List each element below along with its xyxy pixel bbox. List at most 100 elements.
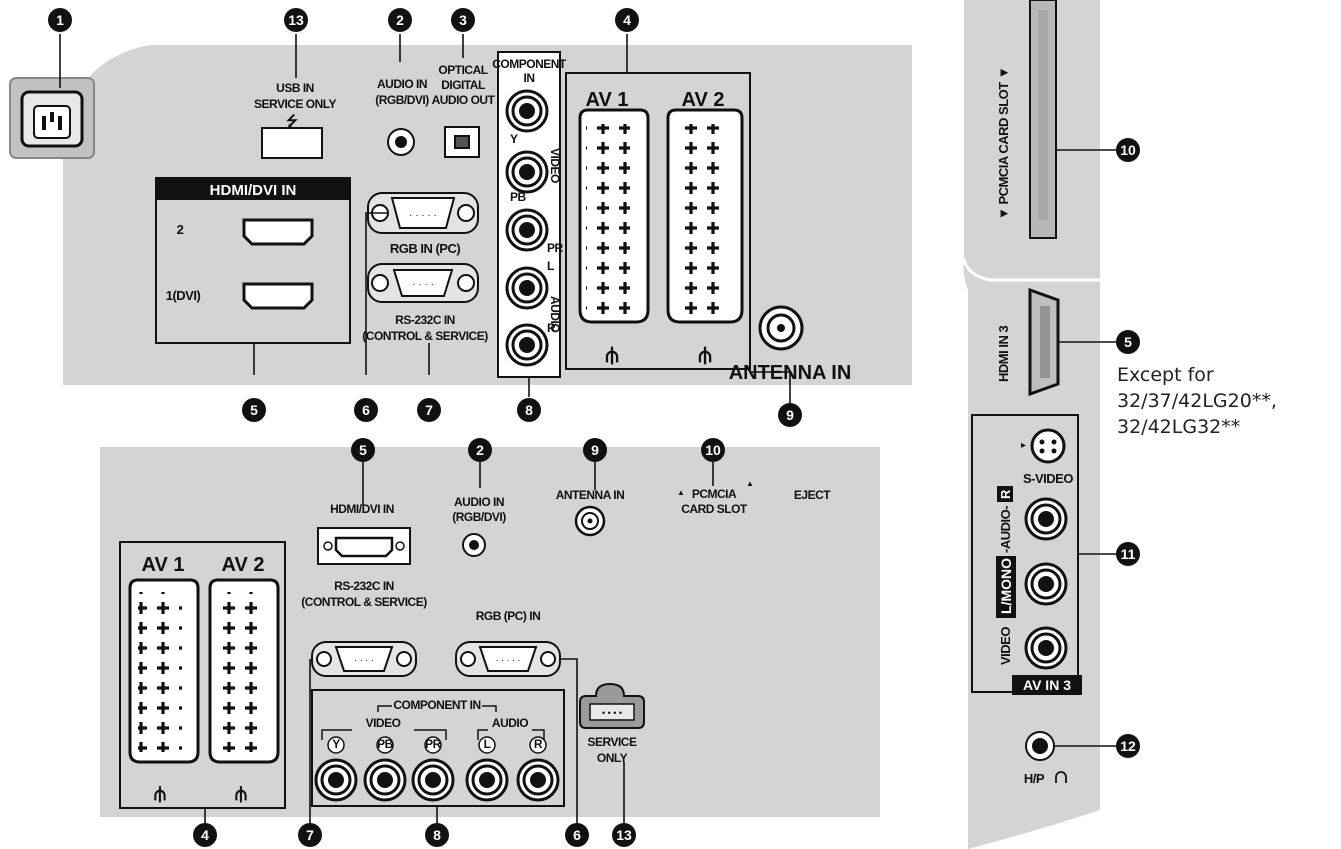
comp-pr-label-bottom: PR [425, 737, 442, 751]
av1-label-bottom: AV 1 [142, 554, 185, 576]
usb-icon: ⭍ [286, 113, 298, 129]
svg-text:6: 6 [573, 827, 581, 843]
antenna-in-label-bottom: ANTENNA IN [556, 488, 625, 502]
callout-2-bottom: 2 [468, 438, 492, 462]
svg-text:9: 9 [786, 407, 794, 423]
svg-text:7: 7 [306, 827, 314, 843]
svg-text:13: 13 [288, 12, 304, 28]
svg-text:· · · · ·: · · · · · [496, 655, 521, 665]
audio-in-sub-label-bottom: (RGB/DVI) [452, 510, 506, 524]
svg-text:7: 7 [425, 402, 433, 418]
comp-pb-label: PB [510, 190, 527, 204]
except-line-1: Except for [1117, 364, 1214, 386]
service-only-port: • • • • SERVICE ONLY [579, 682, 645, 765]
antenna-in-bottom: ANTENNA IN [556, 488, 625, 537]
svg-text:12: 12 [1120, 738, 1136, 754]
service-label-1: SERVICE [588, 735, 637, 749]
svg-text:6: 6 [362, 402, 370, 418]
pcmcia-label-1-bottom: PCMCIA [692, 487, 737, 501]
optical-out-port: OPTICAL DIGITAL AUDIO OUT [432, 63, 496, 158]
av-in-3-label: AV IN 3 [1023, 677, 1071, 693]
svg-text:▸: ▸ [1021, 440, 1026, 451]
av1-label-top: AV 1 [586, 89, 629, 111]
svg-text:⫛: ⫛ [698, 342, 711, 367]
hdmi-in-3-label: HDMI IN 3 [996, 326, 1011, 382]
callout-2-top: 2 [388, 8, 412, 32]
av3-mono-vertical-label: L/MONO [998, 558, 1014, 614]
callout-11: 11 [1116, 542, 1140, 566]
svg-text:3: 3 [459, 12, 467, 28]
svg-text:2: 2 [396, 12, 404, 28]
callout-9-top: 9 [778, 403, 802, 427]
callout-1: 1 [48, 8, 72, 32]
scart-block-top: AV 1 AV 2 ⫛ ⫛ [565, 72, 751, 370]
svg-text:8: 8 [433, 827, 441, 843]
audio-in-label-bottom: AUDIO IN [454, 495, 504, 509]
svg-text:· · · · ·: · · · · · [409, 210, 437, 221]
audio-in-port: AUDIO IN (RGB/DVI) [375, 77, 430, 156]
svg-text:11: 11 [1121, 546, 1136, 562]
svg-text:▲: ▲ [746, 479, 754, 488]
hdmi-in-3-port: HDMI IN 3 [996, 287, 1060, 397]
svg-text:⫛: ⫛ [605, 342, 618, 367]
component-in-column: COMPONENT IN Y PB PR L R VIDEO AUDIO [492, 51, 567, 378]
av3-video-vertical-label: VIDEO [998, 627, 1013, 665]
svg-text:13: 13 [616, 827, 632, 843]
scart-block-bottom: AV 1 AV 2 ⫛ ⫛ [119, 541, 286, 809]
av3-r-vertical-label: R [998, 489, 1013, 499]
component-in-bottom: COMPONENT IN VIDEO AUDIO Y PB PR L R [311, 689, 565, 807]
audio-in-sub-label: (RGB/DVI) [375, 93, 429, 107]
svg-text:4: 4 [201, 827, 209, 843]
svg-text:· · · ·: · · · · [412, 279, 434, 290]
comp-l-label-bottom: L [484, 737, 491, 751]
component-label-1: COMPONENT [492, 57, 567, 71]
component-in-label-bottom: COMPONENT IN [393, 698, 480, 712]
optical-label-3: AUDIO OUT [432, 93, 496, 107]
service-label-2: ONLY [597, 751, 628, 765]
rs232c-label-2-bottom: (CONTROL & SERVICE) [301, 595, 427, 609]
svg-text:5: 5 [1124, 334, 1132, 350]
hdmi-dvi-in-label-bottom: HDMI/DVI IN [330, 502, 394, 516]
svg-text:▲: ▲ [677, 488, 685, 497]
rgb-in-pc-label: RGB IN (PC) [390, 241, 461, 256]
rgb-pc-in-label-bottom: RGB (PC) IN [476, 609, 541, 623]
except-line-2: 32/37/42LG20**, [1117, 390, 1277, 412]
rs232c-port: · · · · RS-232C IN (CONTROL & SERVICE) [362, 263, 489, 343]
comp-y-label: Y [510, 132, 518, 146]
av3-audio-vertical-label: -AUDIO- [998, 506, 1013, 553]
callout-5-side: 5 [1116, 330, 1140, 354]
callout-10-side: 10 [1116, 138, 1140, 162]
callout-12: 12 [1116, 734, 1140, 758]
usb-service-only-label: SERVICE ONLY [254, 97, 337, 111]
svg-text:2: 2 [476, 442, 484, 458]
callout-8-top: 8 [517, 398, 541, 422]
eject-label: EJECT [794, 488, 831, 502]
hdmi-dvi-bottom: HDMI/DVI IN [317, 502, 411, 565]
optical-label-2: DIGITAL [441, 78, 485, 92]
svg-text:• • • •: • • • • [602, 708, 622, 718]
except-note: Except for 32/37/42LG20**, 32/42LG32** [1117, 364, 1277, 438]
hdmi-2-port [242, 218, 314, 246]
pcmcia-label-2-bottom: CARD SLOT [681, 502, 748, 516]
svg-text:5: 5 [359, 442, 367, 458]
rs232c-label-1: RS-232C IN [395, 313, 455, 327]
av2-label-bottom: AV 2 [222, 554, 265, 576]
usb-port: USB IN SERVICE ONLY ⭍ [254, 81, 337, 159]
svg-text:1: 1 [56, 12, 64, 28]
hdmi-dvi-in-label: HDMI/DVI IN [210, 182, 297, 199]
comp-r-label: R [547, 321, 556, 335]
comp-y-label-bottom: Y [332, 737, 340, 751]
rgb-pc-in-bottom: RGB (PC) IN · · · · · [455, 609, 561, 677]
comp-pb-label-bottom: PB [377, 737, 394, 751]
antenna-in-top: ANTENNA IN [729, 305, 851, 384]
power-inlet [9, 77, 95, 159]
comp-r-label-bottom: R [534, 737, 543, 751]
hdmi-1-label: 1(DVI) [166, 288, 201, 303]
comp-video-vertical-label: VIDEO [548, 148, 562, 183]
svg-text:4: 4 [623, 12, 631, 28]
headphone-icon [1055, 771, 1067, 783]
av2-label-top: AV 2 [682, 89, 725, 111]
comp-pr-label: PR [547, 241, 564, 255]
hdmi-dvi-block: HDMI/DVI IN 2 1(DVI) [155, 177, 351, 344]
svg-text:· · · ·: · · · · [354, 655, 374, 665]
